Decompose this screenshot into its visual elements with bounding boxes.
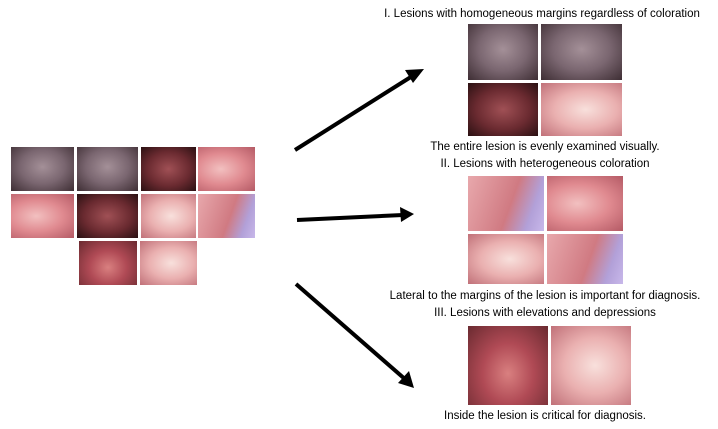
- category-1-title: I. Lesions with homogeneous margins rega…: [384, 8, 700, 20]
- category-2-photo-4: [547, 234, 623, 284]
- category-1-photo-1: [468, 24, 538, 80]
- source-photo-1: [11, 147, 74, 191]
- category-1-caption: The entire lesion is evenly examined vis…: [430, 141, 660, 153]
- category-3-photo-2: [551, 326, 631, 405]
- source-photo-8: [198, 194, 255, 238]
- source-photo-4: [198, 147, 255, 191]
- category-1-photo-4: [541, 83, 622, 136]
- category-2-photo-3: [468, 234, 544, 284]
- arrow-head-1: [405, 69, 424, 83]
- category-2-title: II. Lesions with heterogeneous coloratio…: [440, 158, 650, 170]
- source-photo-7: [141, 194, 196, 238]
- arrow-head-2: [400, 207, 414, 222]
- arrow-to-category-1: [293, 73, 416, 152]
- category-1-photo-3: [468, 83, 538, 136]
- arrow-to-category-3: [294, 282, 408, 382]
- source-photo-9: [79, 241, 137, 285]
- source-photo-10: [140, 241, 197, 285]
- category-3-photo-1: [468, 326, 548, 405]
- category-2-photo-1: [468, 176, 544, 231]
- category-1-photo-2: [541, 24, 622, 80]
- arrow-head-3: [398, 371, 414, 388]
- source-photo-3: [141, 147, 196, 191]
- category-3-caption: Inside the lesion is critical for diagno…: [444, 410, 646, 422]
- category-2-photo-2: [547, 176, 623, 231]
- source-photo-5: [11, 194, 74, 238]
- arrow-to-category-2: [296, 213, 404, 222]
- source-photo-6: [77, 194, 138, 238]
- category-2-caption: Lateral to the margins of the lesion is …: [389, 290, 701, 302]
- source-photo-2: [77, 147, 138, 191]
- category-3-title: III. Lesions with elevations and depress…: [434, 307, 656, 319]
